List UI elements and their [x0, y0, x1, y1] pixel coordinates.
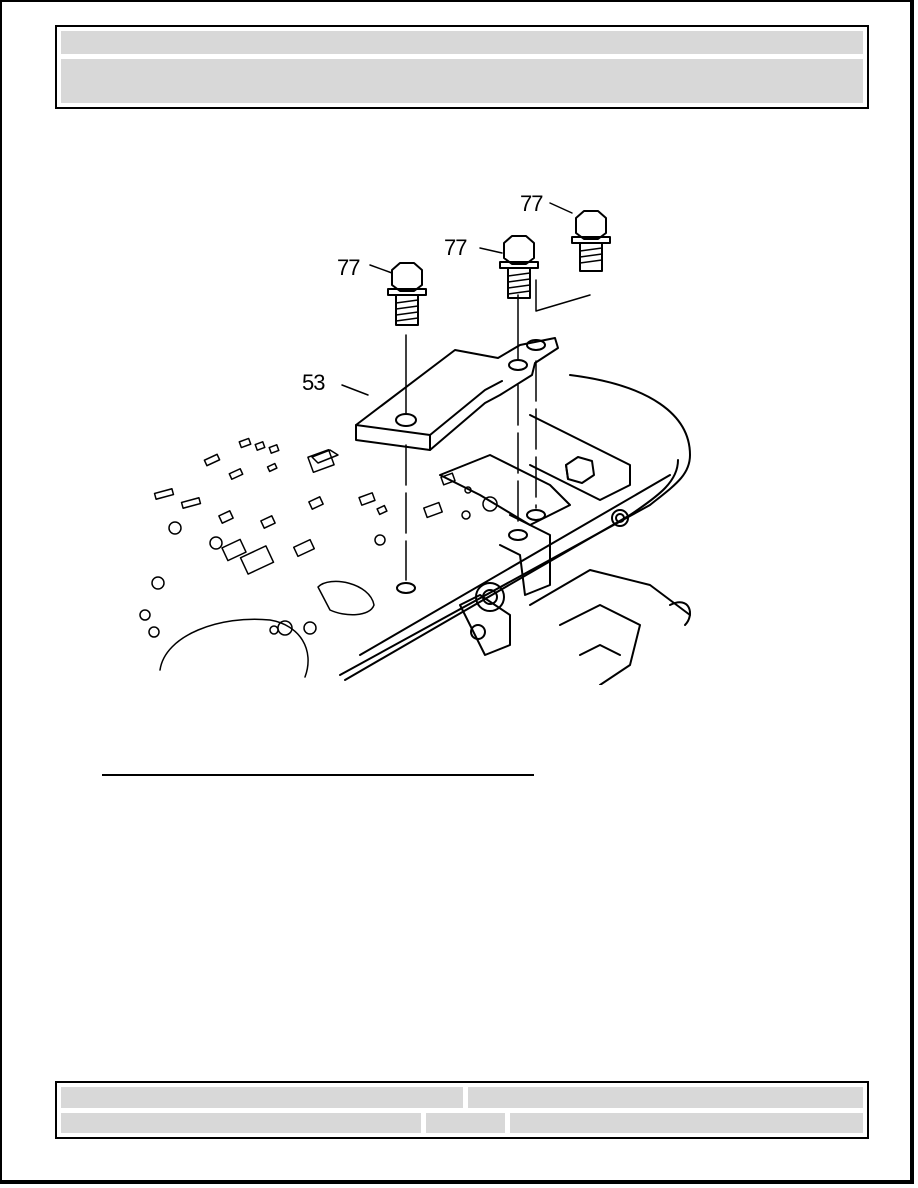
header-subtitle: [61, 59, 863, 67]
footer-right-top: [467, 1086, 864, 1109]
illustration-svg: [139, 202, 691, 686]
footer-left-bottom: [60, 1112, 422, 1134]
horizontal-rule: [102, 774, 534, 776]
footer-middle-bottom: [425, 1112, 506, 1134]
callout-bolt-middle: 77: [444, 235, 468, 260]
bolt-left: [387, 262, 427, 326]
exploded-view-illustration: 77 77 77 53: [130, 185, 700, 686]
bolt-middle: [499, 235, 539, 299]
bolt-right: [571, 210, 611, 272]
document-header: [55, 25, 869, 109]
header-title: [61, 31, 863, 39]
callout-bolt-right: 77: [520, 191, 544, 216]
callout-bracket: 53: [302, 370, 326, 395]
header-title-bar: [60, 30, 864, 55]
header-subtitle-bar: [60, 58, 864, 104]
footer-right-bottom: [509, 1112, 864, 1134]
footer-left-top: [60, 1086, 464, 1109]
document-footer: [55, 1081, 869, 1139]
callout-bolt-left: 77: [337, 255, 361, 280]
